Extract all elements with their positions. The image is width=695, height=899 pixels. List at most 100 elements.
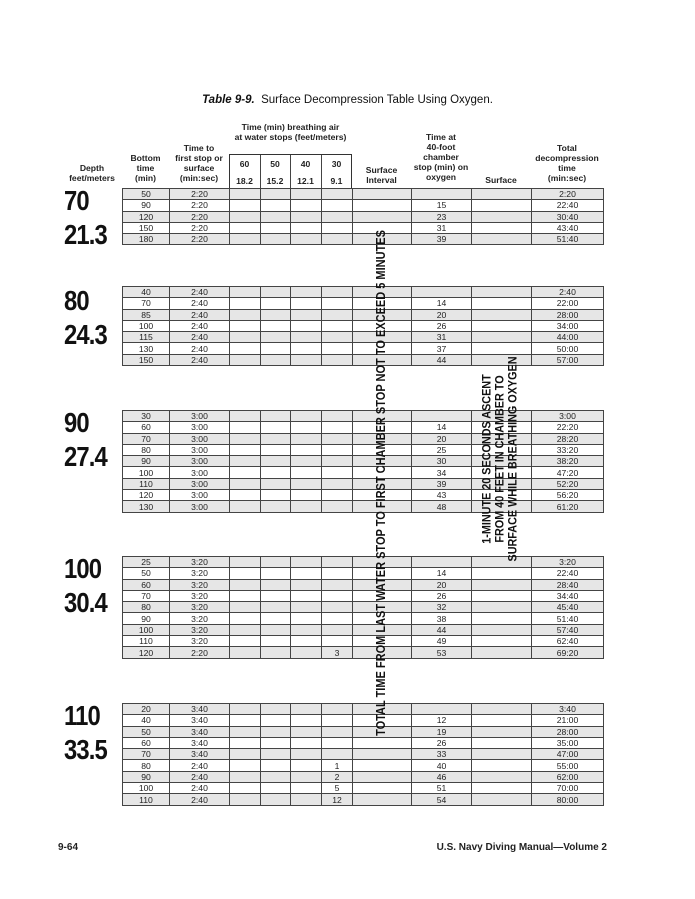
cell-bottom-time: 60 [122, 421, 170, 434]
cell-total-decompression: 22:00 [531, 297, 604, 310]
header-line: at water stops (feet/meters) [234, 132, 347, 142]
cell-total-decompression: 22:40 [531, 567, 604, 580]
cell-stop-50 [260, 297, 291, 310]
cell-total-decompression: 70:00 [531, 782, 604, 795]
cell-stop-50 [260, 589, 291, 603]
cell-surface-interval [352, 500, 412, 513]
cell-stop-40 [290, 297, 322, 310]
cell-stop-50 [260, 432, 291, 445]
cell-stop-40 [290, 421, 322, 434]
cell-stop-60 [229, 409, 261, 423]
cell-stop-50 [260, 221, 291, 235]
cell-stop-30 [321, 500, 353, 513]
header-depth: Depth feet/meters [60, 163, 124, 183]
cell-bottom-time: 70 [122, 297, 170, 310]
cell-time-to-first-stop: 2:40 [169, 793, 230, 806]
cell-stop-30 [321, 748, 353, 761]
cell-bottom-time: 50 [122, 187, 170, 201]
header-line: surface [183, 163, 215, 173]
stop-meters: 9.1 [330, 176, 343, 186]
cell-stop-40 [290, 555, 322, 569]
cell-time-to-first-stop: 3:00 [169, 455, 230, 468]
cell-surface-interval [352, 770, 412, 784]
cell-stop-60 [229, 748, 261, 761]
cell-stop-30 [321, 567, 353, 580]
cell-stop-60 [229, 210, 261, 223]
cell-chamber-oxygen: 26 [411, 736, 472, 750]
cell-stop-50 [260, 567, 291, 580]
cell-stop-60 [229, 199, 261, 212]
cell-total-decompression: 3:00 [531, 409, 604, 423]
cell-stop-60 [229, 601, 261, 614]
cell-time-to-first-stop: 2:40 [169, 308, 230, 321]
cell-stop-60 [229, 342, 261, 355]
cell-stop-50 [260, 489, 291, 502]
cell-stop-50 [260, 612, 291, 625]
cell-bottom-time: 120 [122, 489, 170, 502]
cell-total-decompression: 61:20 [531, 500, 604, 513]
cell-stop-60 [229, 635, 261, 648]
cell-time-to-first-stop: 3:20 [169, 578, 230, 591]
cell-stop-60 [229, 782, 261, 795]
cell-stop-50 [260, 466, 291, 479]
cell-stop-50 [260, 748, 291, 761]
header-line: Time (min) breathing air [241, 122, 340, 132]
cell-chamber-oxygen: 15 [411, 199, 472, 212]
cell-total-decompression: 44:00 [531, 331, 604, 344]
cell-time-to-first-stop: 2:20 [169, 187, 230, 201]
cell-surface [471, 782, 532, 795]
cell-stop-60 [229, 331, 261, 344]
header-surface-interval: Surface Interval [352, 165, 411, 185]
note-line: SURFACE WHILE BREATHING OXYGEN [505, 356, 520, 562]
cell-surface-interval [352, 199, 412, 212]
table-title: Table 9-9. Surface Decompression Table U… [0, 94, 695, 106]
table-number: Table 9-9. [202, 94, 255, 106]
table-caption: Surface Decompression Table Using Oxygen… [261, 94, 493, 106]
depth-meters: 21.3 [64, 219, 108, 250]
cell-stop-60 [229, 646, 261, 659]
page-number: 9-64 [58, 842, 79, 853]
cell-stop-30 [321, 455, 353, 468]
cell-surface [471, 233, 532, 246]
depth-meters: 30.4 [64, 587, 108, 618]
depth-feet: 90 [64, 407, 90, 438]
cell-bottom-time: 150 [122, 353, 170, 367]
cell-bottom-time: 85 [122, 308, 170, 321]
cell-stop-50 [260, 714, 291, 727]
cell-time-to-first-stop: 3:20 [169, 612, 230, 625]
cell-time-to-first-stop: 3:00 [169, 489, 230, 502]
header-stop-40: 40 12.1 [290, 159, 321, 186]
cell-stop-50 [260, 770, 291, 784]
cell-bottom-time: 80 [122, 443, 170, 457]
header-surface: Surface [471, 175, 531, 185]
header-line: Total [557, 143, 577, 153]
cell-total-decompression: 62:00 [531, 770, 604, 784]
cell-stop-40 [290, 500, 322, 513]
cell-stop-40 [290, 187, 322, 201]
cell-surface-interval [352, 646, 412, 659]
cell-stop-40 [290, 331, 322, 344]
cell-bottom-time: 20 [122, 702, 170, 716]
cell-surface [471, 793, 532, 806]
cell-surface [471, 770, 532, 784]
cell-surface-interval [352, 187, 412, 201]
cell-time-to-first-stop: 3:00 [169, 500, 230, 513]
cell-stop-30 [321, 714, 353, 727]
cell-stop-50 [260, 782, 291, 795]
cell-stop-30 [321, 285, 353, 299]
cell-time-to-first-stop: 2:40 [169, 342, 230, 355]
cell-surface [471, 331, 532, 344]
cell-time-to-first-stop: 3:00 [169, 409, 230, 423]
cell-time-to-first-stop: 3:00 [169, 477, 230, 491]
depth-label-70: 70 21.3 [64, 186, 108, 250]
